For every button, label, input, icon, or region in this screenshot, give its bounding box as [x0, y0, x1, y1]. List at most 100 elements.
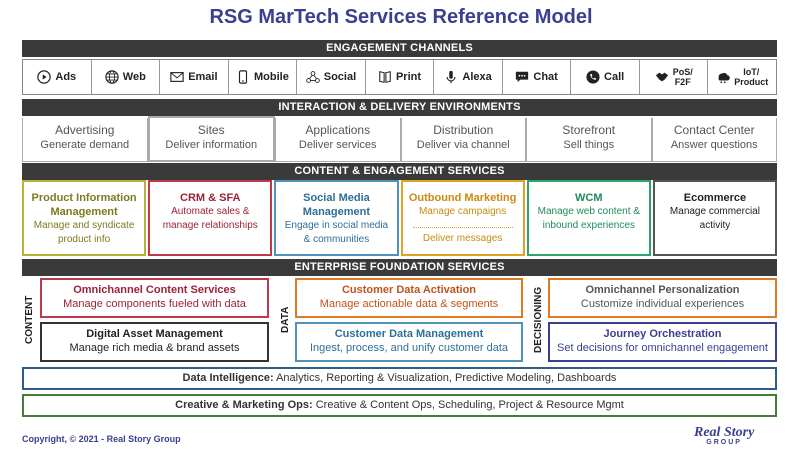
cda-title: Customer Data Activation [341, 284, 477, 296]
channel-label: Web [122, 71, 146, 83]
journey-box: Journey Orchestration Set decisions for … [548, 322, 777, 362]
content-service-title: Ecommerce [683, 192, 747, 204]
handshake-icon [655, 72, 668, 82]
environment-sub: Deliver information [165, 139, 258, 151]
channel-label: Alexa [462, 71, 492, 83]
data-intelligence-bar: Data Intelligence: Analytics, Reporting … [22, 367, 777, 390]
cda-sub: Manage actionable data & segments [319, 298, 499, 310]
channel-label: Chat [533, 71, 558, 83]
content-service-sub: Manage and syndicate product info [33, 220, 135, 245]
channel-label: Email [188, 71, 218, 83]
content-service-1: CRM & SFA Automate sales & manage relatio… [148, 180, 273, 256]
microphone-icon [446, 70, 456, 84]
cda-box: Customer Data Activation Manage actionab… [295, 278, 523, 318]
environment-title: Contact Center [673, 123, 755, 137]
content-service-title: CRM & SFA [180, 192, 241, 204]
email-icon [170, 72, 184, 82]
content-service-title: WCM [575, 192, 603, 204]
channel-label: PoS/F2F [672, 67, 693, 87]
dam-sub: Manage rich media & brand assets [69, 342, 240, 354]
interaction-header: INTERACTION & DELIVERY ENVIRONMENTS [22, 99, 777, 116]
foundation-header: ENTERPRISE FOUNDATION SERVICES [22, 259, 777, 276]
channel-10: IoT/Product [708, 60, 776, 94]
cdm-title: Customer Data Management [334, 328, 484, 340]
channel-2: Email [160, 60, 229, 94]
journey-title: Journey Orchestration [603, 328, 722, 340]
environment-title: Storefront [562, 123, 616, 137]
content-service-title: Outbound Marketing [408, 192, 517, 204]
social-icon [306, 71, 320, 83]
omnichannel-content-title: Omnichannel Content Services [73, 284, 236, 296]
channel-7: Chat [503, 60, 572, 94]
environment-title: Advertising [55, 123, 115, 137]
content-service-sub2: Deliver messages [422, 233, 503, 244]
environment-sub: Generate demand [40, 139, 130, 151]
phone-icon [586, 70, 600, 84]
personalization-title: Omnichannel Personalization [585, 284, 740, 296]
chat-icon [516, 71, 529, 83]
content-service-sub: Manage web content & inbound experiences [537, 206, 640, 231]
cdm-sub: Ingest, process, and unify customer data [309, 342, 509, 354]
channel-label: Ads [55, 71, 77, 83]
logo-line1: Real Story [694, 425, 755, 440]
channel-label: IoT/Product [734, 67, 769, 87]
channel-9: PoS/F2F [640, 60, 709, 94]
personalization-sub: Customize individual experiences [580, 298, 745, 310]
logo-line2: GROUP [706, 439, 742, 446]
mobile-icon [238, 70, 248, 84]
data-intelligence-text: Analytics, Reporting & Visualization, Pr… [273, 372, 617, 384]
environment-sub: Answer questions [670, 139, 758, 151]
content-service-sub: Automate sales & manage relationships [162, 206, 258, 231]
print-icon [379, 71, 391, 83]
environment-sub: Sell things [563, 139, 615, 151]
channel-1: Web [92, 60, 161, 94]
creative-ops-bar: Creative & Marketing Ops: Creative & Con… [22, 394, 777, 417]
data-intelligence-label: Data Intelligence: [182, 372, 274, 384]
omnichannel-content-sub: Manage components fueled with data [63, 298, 246, 310]
environment-title: Distribution [433, 123, 494, 137]
environment-title: Applications [305, 123, 371, 137]
data-side-label: DATA [280, 306, 291, 334]
personalization-box: Omnichannel Personalization Customize in… [548, 278, 777, 318]
page-title: RSG MarTech Services Reference Model [209, 6, 593, 28]
dam-title: Digital Asset Management [86, 328, 223, 340]
environment-sub: Deliver via channel [416, 139, 510, 151]
environment-title: Sites [197, 123, 225, 137]
dam-box: Digital Asset Management Manage rich med… [40, 322, 269, 362]
copyright-footer: Copyright, © 2021 - Real Story Group [22, 434, 181, 444]
channel-label: Print [395, 71, 422, 83]
cdm-box: Customer Data Management Ingest, process… [295, 322, 523, 362]
channel-3: Mobile [229, 60, 298, 94]
divider [412, 227, 513, 228]
content-service-4: WCM Manage web content & inbound experien… [526, 180, 651, 256]
channel-label: Call [604, 71, 625, 83]
journey-sub: Set decisions for omnichannel engagement [557, 342, 768, 354]
content-service-title: Product Information Management [31, 192, 137, 218]
globe-icon [105, 70, 119, 84]
engagement-channels-header: ENGAGEMENT CHANNELS [22, 40, 777, 57]
environment-sub: Deliver services [298, 139, 377, 151]
omnichannel-content-box: Omnichannel Content Services Manage comp… [40, 278, 269, 318]
channel-row: Ads Web Email Mobile Social Print Alexa Chat Cal… [22, 59, 777, 95]
channel-6: Alexa [434, 60, 503, 94]
content-service-sub: Manage commercial activity [669, 206, 760, 231]
channel-label: Social [323, 71, 357, 83]
content-service-title: Social Media Management [302, 192, 371, 218]
play-icon [37, 70, 52, 84]
channel-5: Print [366, 60, 435, 94]
content-service-sub: Manage campaigns [418, 206, 507, 217]
decisioning-side-label: DECISIONING [533, 286, 544, 354]
rsg-logo: Real Story GROUP [694, 425, 755, 447]
creative-ops-label: Creative & Marketing Ops: [175, 399, 313, 411]
content-service-sub: Engage in social media & communities [284, 220, 389, 245]
